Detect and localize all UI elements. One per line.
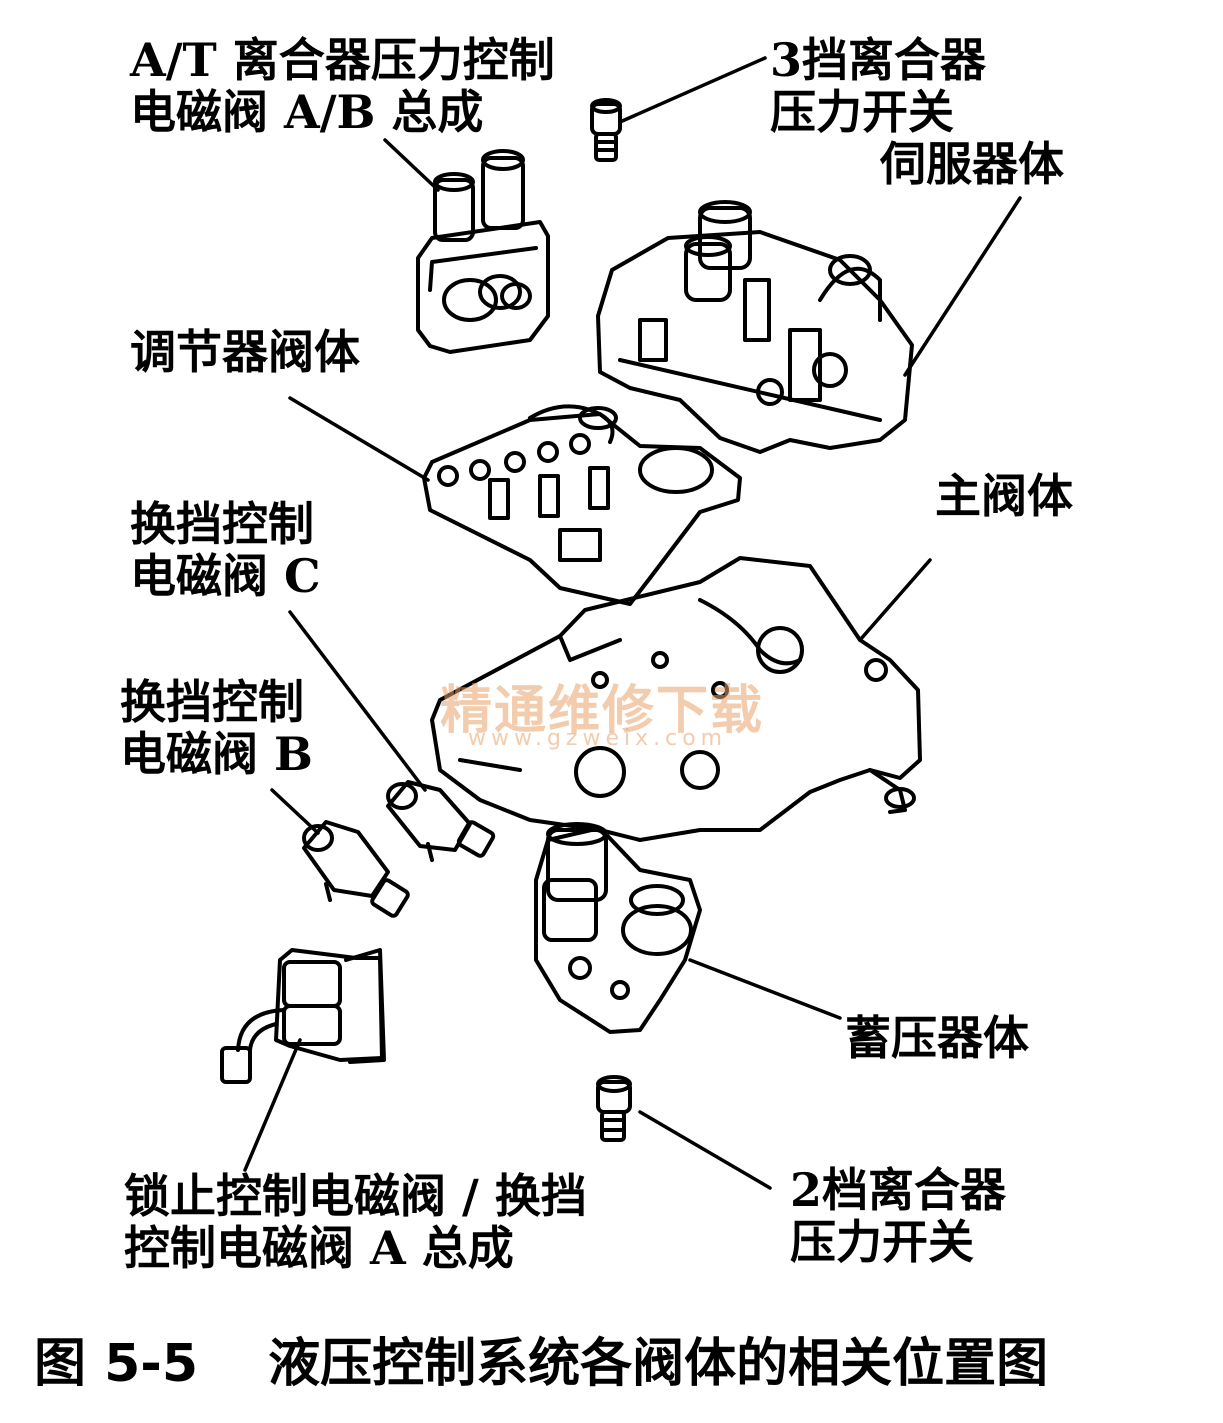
label-line: 电磁阀 B [120, 727, 313, 781]
label-solenoid-ab: A/T 离合器压力控制 电磁阀 A/B 总成 [130, 34, 555, 138]
shift-solenoid-b-drawing [302, 820, 410, 918]
shift-solenoid-c-drawing [386, 780, 496, 862]
label-lockup-solenoid: 锁止控制电磁阀 / 换挡 控制电磁阀 A 总成 [124, 1170, 587, 1274]
label-line: 换挡控制 [130, 497, 314, 551]
switch-3rd-drawing [590, 98, 622, 162]
watermark-text: 精通维修下载 [440, 681, 765, 741]
label-line: 调节器阀体 [130, 325, 360, 379]
label-line: 换挡控制 [120, 675, 304, 729]
label-shift-solenoid-b: 换挡控制 电磁阀 B [120, 676, 313, 780]
exploded-valve-body-diagram [220, 56, 1022, 1190]
label-regulator-body: 调节器阀体 [130, 326, 360, 378]
label-line: 压力开关 [790, 1215, 974, 1269]
label-shift-solenoid-c: 换挡控制 电磁阀 C [130, 498, 321, 602]
label-line: 电磁阀 C [130, 549, 321, 603]
figure-caption: 图 5-5 液压控制系统各阀体的相关位置图 [34, 1332, 1048, 1396]
figure-number: 图 5-5 [34, 1334, 199, 1394]
label-line: A/T 离合器压力控制 [130, 33, 555, 87]
solenoid-ab-assembly-drawing [416, 149, 550, 354]
lockup-solenoid-assembly-drawing [220, 948, 386, 1084]
label-line: 3挡离合器 [770, 33, 987, 87]
label-main-valve: 主阀体 [935, 470, 1073, 522]
figure-title: 液压控制系统各阀体的相关位置图 [268, 1334, 1049, 1394]
label-line: 控制电磁阀 A 总成 [124, 1221, 514, 1275]
regulator-body-drawing [422, 404, 742, 606]
switch-2nd-drawing [596, 1075, 632, 1142]
label-switch-2nd: 2档离合器 压力开关 [790, 1164, 1006, 1268]
label-accumulator: 蓄压器体 [845, 1012, 1029, 1064]
label-line: 伺服器体 [880, 137, 1064, 191]
label-line: 锁止控制电磁阀 / 换挡 [124, 1169, 587, 1223]
accumulator-body-drawing [534, 822, 702, 1034]
label-line: 蓄压器体 [845, 1011, 1029, 1065]
servo-body-drawing [596, 200, 914, 454]
label-line: 电磁阀 A/B 总成 [130, 85, 484, 139]
leader-lines [243, 56, 1022, 1190]
main-valve-body-drawing [430, 556, 922, 842]
label-switch-3rd: 3挡离合器 压力开关 [770, 34, 986, 138]
label-servo-body: 伺服器体 [880, 138, 1064, 190]
label-line: 压力开关 [770, 85, 954, 139]
label-line: 主阀体 [935, 469, 1073, 523]
watermark-url: www.gzweix.com [468, 726, 728, 751]
label-line: 2档离合器 [790, 1163, 1007, 1217]
